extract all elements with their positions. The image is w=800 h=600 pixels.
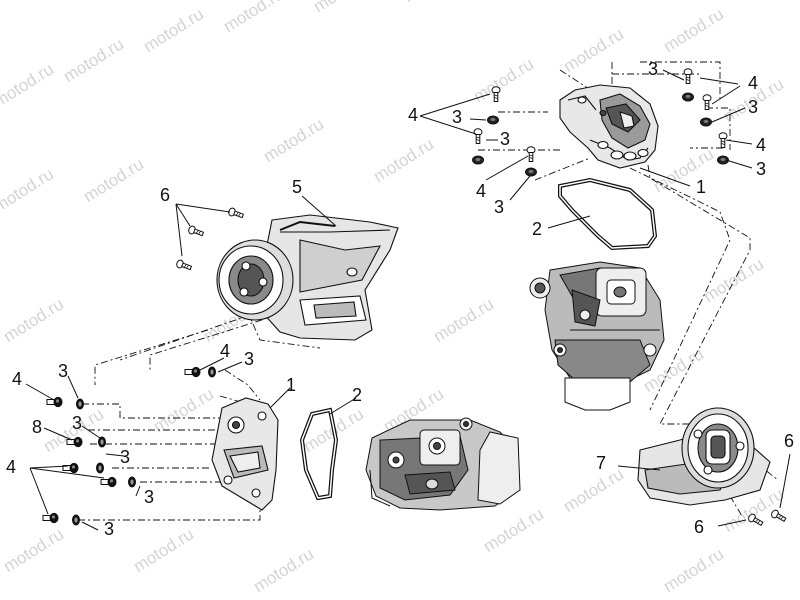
callout-4: 4 (6, 457, 17, 477)
callout-3: 3 (244, 349, 255, 369)
callout-2: 2 (352, 385, 363, 405)
callout-4: 4 (756, 135, 767, 155)
callout-4: 4 (748, 73, 759, 93)
callout-5: 5 (292, 177, 303, 197)
side-cover-right (637, 407, 771, 506)
callout-4: 4 (220, 341, 231, 361)
callout-3: 3 (452, 107, 463, 127)
callout-6: 6 (784, 431, 795, 451)
cylinder-head-right (529, 261, 665, 411)
cylinder-head-lower (365, 417, 521, 511)
callout-3: 3 (756, 159, 767, 179)
callout-1: 1 (696, 177, 707, 197)
side-cover-left (216, 214, 399, 341)
callout-7: 7 (596, 453, 607, 473)
callout-3: 3 (748, 97, 759, 117)
leader-lines (25, 69, 791, 531)
assembly-guide-lines (78, 61, 779, 521)
callout-3: 3 (120, 447, 131, 467)
callout-3: 3 (144, 487, 155, 507)
valve-cover-gasket-top (558, 177, 658, 251)
callout-6: 6 (694, 517, 705, 537)
callout-4: 4 (12, 369, 23, 389)
callout-3: 3 (58, 361, 69, 381)
valve-cover-top (559, 84, 659, 169)
callout-1: 1 (286, 375, 297, 395)
callout-3: 3 (72, 413, 83, 433)
side-cover-gasket-lower (299, 407, 339, 501)
callout-6: 6 (160, 185, 171, 205)
callout-8: 8 (32, 417, 43, 437)
callout-3: 3 (494, 197, 505, 217)
callout-3: 3 (104, 519, 115, 539)
callout-2: 2 (532, 219, 543, 239)
callout-4: 4 (476, 181, 487, 201)
callout-3: 3 (648, 59, 659, 79)
callout-4: 4 (408, 105, 419, 125)
callout-3: 3 (500, 129, 511, 149)
side-cover-lower (211, 397, 279, 511)
